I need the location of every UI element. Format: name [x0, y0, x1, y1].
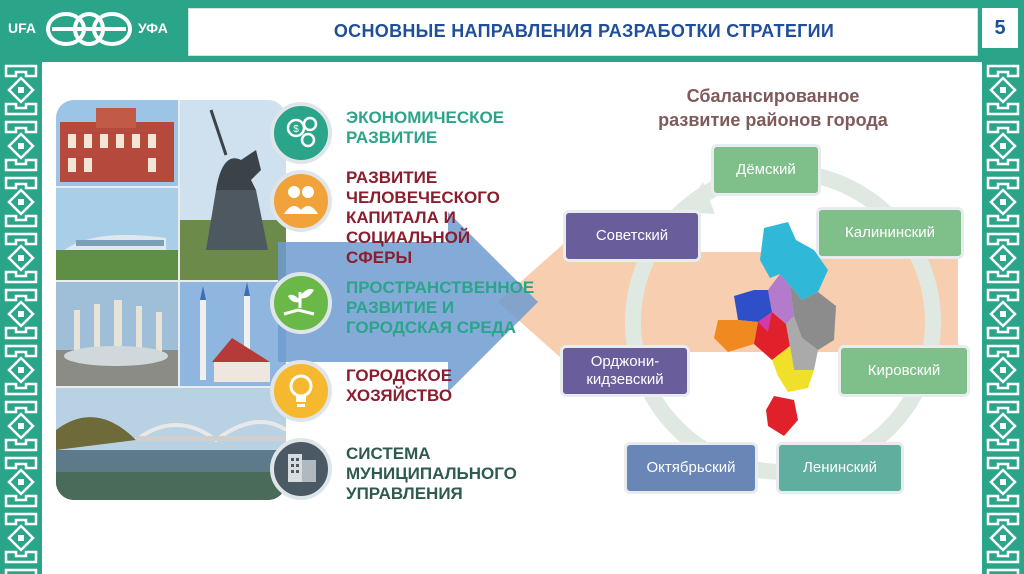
district-oktyabrsky: Октябрьский: [624, 442, 758, 494]
direction-label: ПРОСТРАНСТВЕННОЕ РАЗВИТИЕ И ГОРОДСКАЯ СР…: [346, 278, 535, 337]
direction-label: РАЗВИТИЕ ЧЕЛОВЕЧЕСКОГО КАПИТАЛА И СОЦИАЛ…: [346, 168, 500, 267]
lightbulb-icon: [270, 360, 332, 422]
title-box: ОСНОВНЫЕ НАПРАВЛЕНИЯ РАЗРАБОТКИ СТРАТЕГИ…: [188, 8, 978, 56]
page-title: ОСНОВНЫЕ НАПРАВЛЕНИЯ РАЗРАБОТКИ СТРАТЕГИ…: [333, 21, 835, 41]
people-icon: [270, 170, 332, 232]
direction-label: ЭКОНОМИЧЕСКОЕ РАЗВИТИЕ: [346, 108, 505, 147]
direction-label: ГОРОДСКОЕ ХОЗЯЙСТВО: [346, 366, 453, 405]
logo-text-latin: UFA: [8, 20, 36, 36]
logo: UFA УФА: [0, 0, 182, 58]
district-leninsky: Ленинский: [776, 442, 904, 494]
ornament-border-left: [0, 62, 42, 574]
svg-text:$: $: [293, 124, 299, 135]
district-sovetsky: Советский: [563, 210, 701, 262]
district-kirovsky: Кировский: [838, 345, 970, 397]
balanced-development-title: Сбалансированное развитие районов города: [658, 86, 888, 130]
arrows-graphic: [278, 212, 958, 392]
plant-hand-icon: [270, 272, 332, 334]
photo-collage: [56, 100, 286, 500]
district-demsky: Дёмский: [711, 144, 821, 196]
district-kalininsky: Калининский: [816, 207, 964, 259]
logo-text-cyrillic: УФА: [138, 20, 168, 36]
header-bar: UFA УФА ОСНОВНЫЕ НАПРАВЛЕНИЯ РАЗРАБОТКИ …: [0, 0, 1024, 62]
ornament-border-right: [982, 62, 1024, 574]
coins-icon: $: [270, 102, 332, 164]
city-photos-image: [56, 100, 286, 500]
page-number: 5: [982, 8, 1018, 48]
slide-content: $ ЭКОНОМИЧЕСКОЕ РАЗВИТИЕ РАЗВИТИЕ ЧЕЛОВЕЧЕ…: [48, 62, 978, 562]
district-ordzhonikidzevsky: Орджони- кидзевский: [560, 345, 690, 397]
direction-label: СИСТЕМА МУНИЦИПАЛЬНОГО УПРАВЛЕНИЯ: [346, 444, 517, 503]
city-districts-map: [714, 222, 836, 436]
logo-emblem-icon: [46, 12, 132, 46]
buildings-icon: [270, 438, 332, 500]
